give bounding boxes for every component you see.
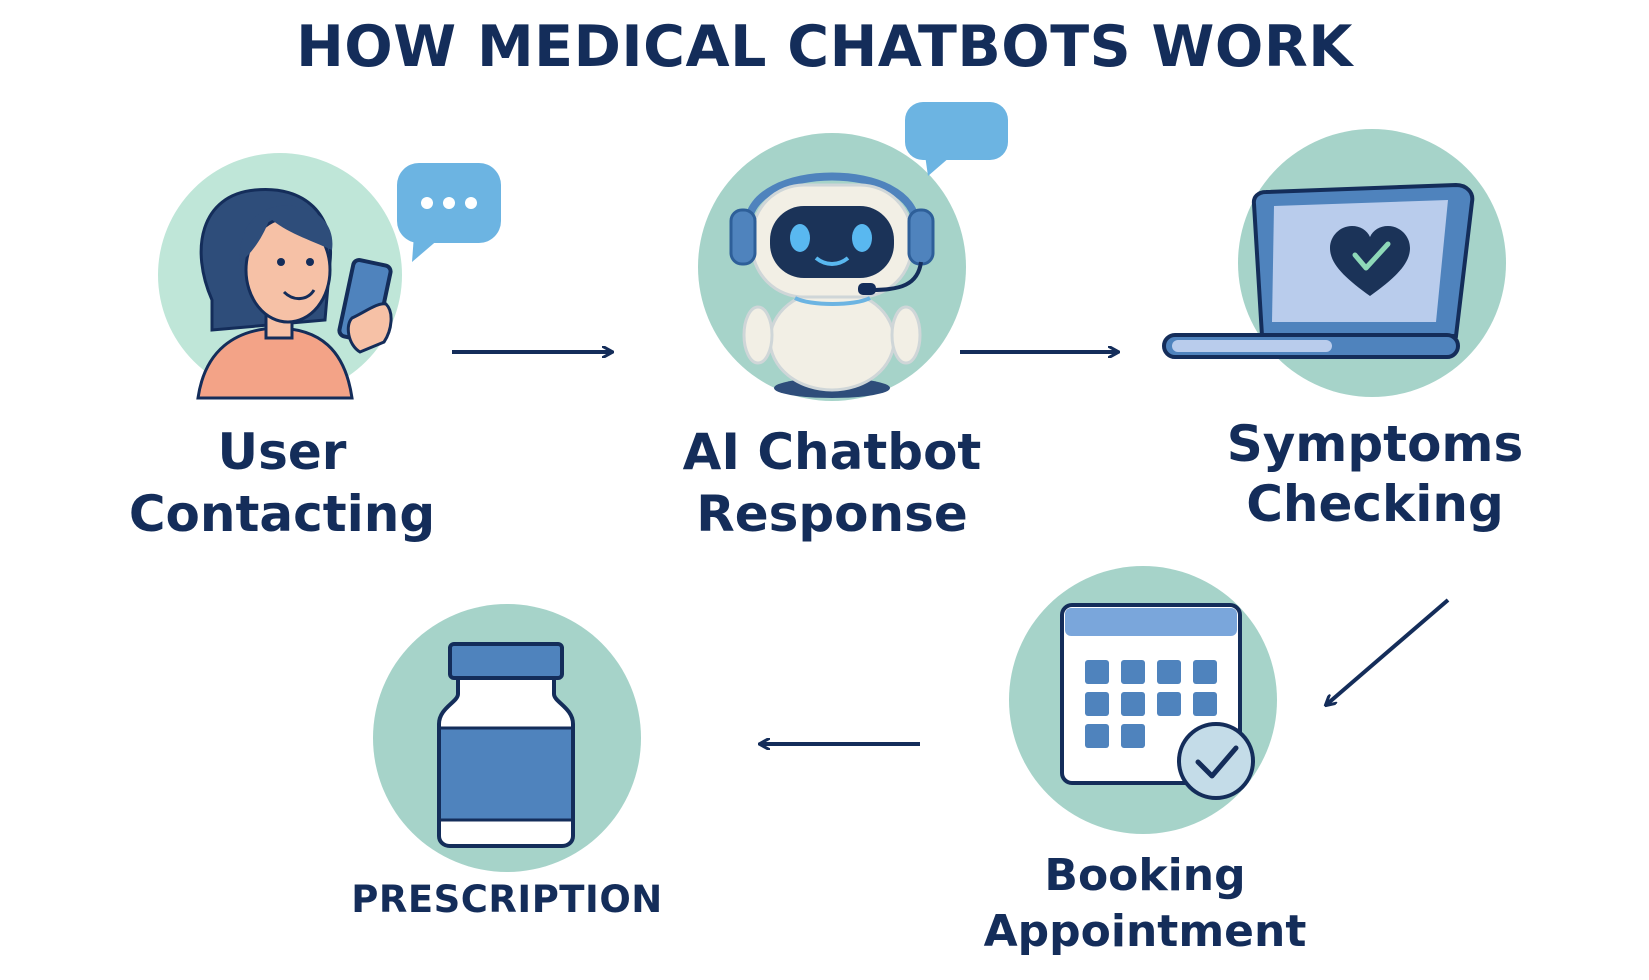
step-label-line: Symptoms <box>1226 415 1524 473</box>
calendar-check-icon <box>1009 566 1277 834</box>
step-label-booking: Booking Appointment <box>965 848 1325 960</box>
arrow-down-left <box>1326 598 1450 705</box>
step-label-user: User Contacting <box>112 421 452 545</box>
step-label-line: AI Chatbot <box>682 423 982 481</box>
step-label-line: Contacting <box>128 485 436 543</box>
step-label-ai: AI Chatbot Response <box>652 421 1012 545</box>
step-label-line: Checking <box>1246 475 1504 533</box>
laptop-heart-icon <box>1162 129 1506 397</box>
step-label-line: Booking <box>1044 850 1246 901</box>
page-title: HOW MEDICAL CHATBOTS WORK <box>296 14 1353 80</box>
step-label-prescription: PRESCRIPTION <box>327 878 687 922</box>
step-label-symptoms: Symptoms Checking <box>1195 414 1555 534</box>
step-label-line: User <box>217 423 347 481</box>
medicine-bottle-icon <box>373 604 641 872</box>
step-label-line: PRESCRIPTION <box>351 878 663 921</box>
woman-phone-icon <box>158 153 501 400</box>
step-label-line: Appointment <box>983 906 1307 957</box>
robot-headset-icon <box>698 102 1008 401</box>
step-label-line: Response <box>696 485 968 543</box>
